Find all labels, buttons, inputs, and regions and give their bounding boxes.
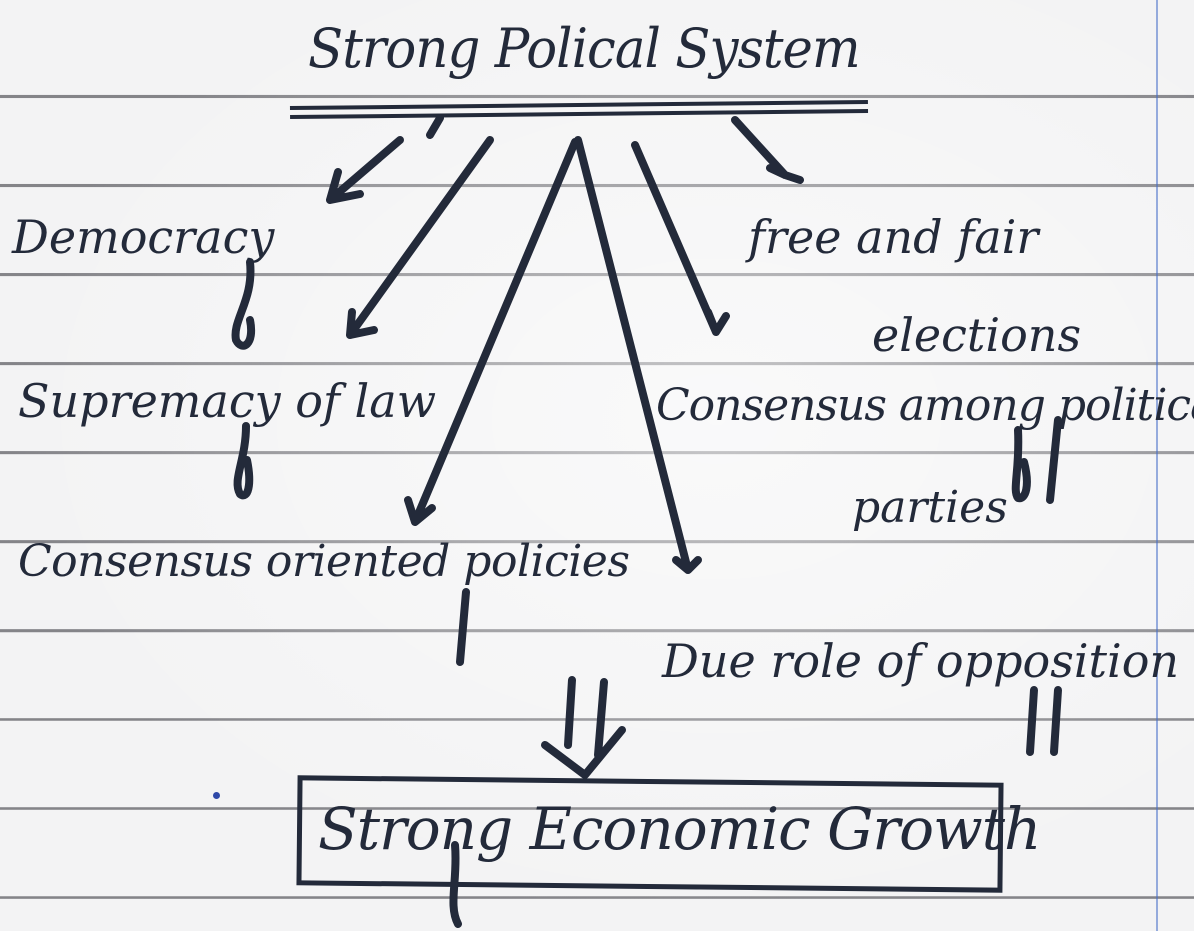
node-consensus-parties-line-1: Consensus among political	[656, 380, 1194, 431]
arrow-to-supremacy-of-law	[346, 136, 494, 339]
opposition-descender	[1026, 686, 1062, 756]
result-descender	[449, 841, 462, 928]
arrow-to-consensus-policies	[404, 138, 579, 526]
node-free-elections-line-2: elections	[872, 308, 1082, 362]
node-consensus-policies: Consensus oriented policies	[18, 536, 630, 587]
policies-descender	[456, 588, 470, 666]
law-descender	[233, 422, 254, 500]
diagram-title: Strong Polical System	[308, 17, 861, 80]
node-free-elections-line-1: free and fair	[748, 210, 1039, 264]
democracy-descender	[231, 258, 256, 350]
arrow-to-free-elections	[731, 116, 804, 184]
node-democracy: Democracy	[12, 210, 275, 264]
arrow-to-consensus-parties	[631, 141, 730, 336]
double-down-arrow	[541, 676, 626, 779]
arrow-to-opposition	[574, 136, 702, 574]
node-opposition: Due role of opposition	[662, 634, 1180, 688]
parties-descender	[1011, 416, 1062, 504]
node-supremacy-of-law: Supremacy of law	[18, 374, 437, 428]
notebook-margin-line	[1156, 0, 1158, 931]
result-label: Strong Economic Growth	[318, 795, 1041, 863]
node-consensus-parties-line-2: parties	[852, 482, 1008, 533]
ink-dot	[213, 792, 220, 799]
arrow-to-democracy	[326, 114, 444, 204]
